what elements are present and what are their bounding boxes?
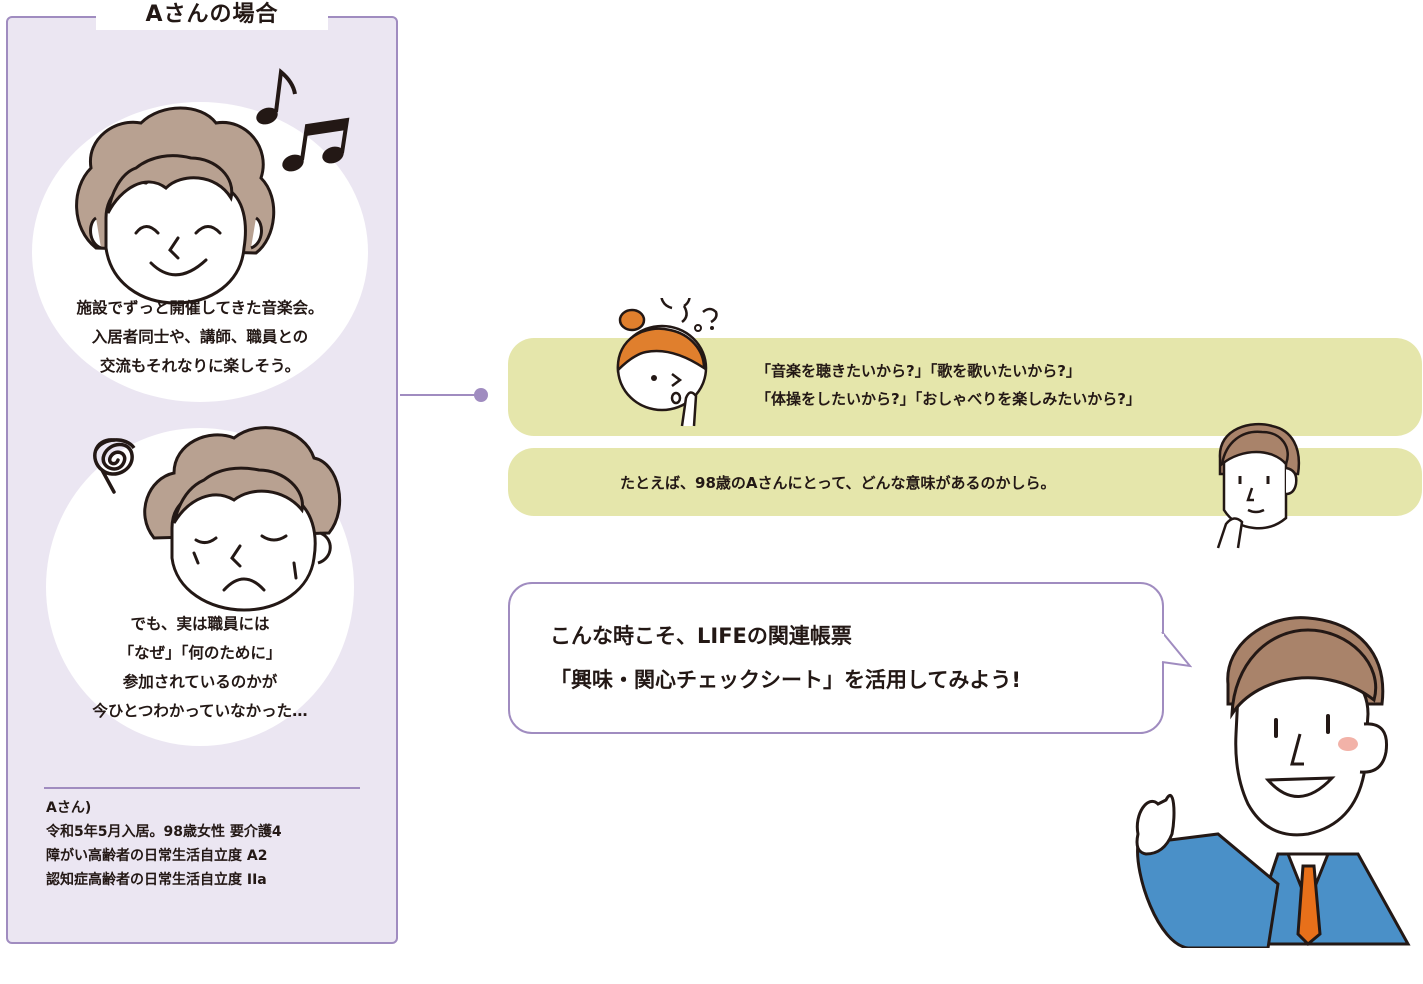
panel-title: Aさんの場合 bbox=[96, 0, 328, 30]
worried-grandma-illustration bbox=[143, 426, 342, 612]
question-text: 「音楽を聴きたいから?」「歌を歌いたいから?」 「体操をしたいから?」「おしゃべ… bbox=[756, 362, 1141, 408]
woman-thinking-illustration bbox=[616, 298, 718, 427]
case-panel: Aさんの場合 施設でずっと開催してきた音楽会。 入居者同士や、講師、職員との 交… bbox=[6, 0, 398, 944]
meaning-text: たとえば、98歳のAさんにとって、どんな意味があるのかしら。 bbox=[620, 474, 1056, 492]
advice-text: こんな時こそ、LIFEの関連帳票 「興味・関心チェックシート」を活用してみよう! bbox=[550, 624, 1021, 692]
man-thumbs-up-illustration bbox=[1135, 616, 1411, 948]
happy-grandma-illustration bbox=[75, 106, 276, 305]
tangle-scribble-icon bbox=[93, 438, 136, 494]
man-thinking-illustration bbox=[1216, 422, 1301, 549]
bubble-tail bbox=[1160, 632, 1192, 668]
connector-dot bbox=[474, 388, 488, 402]
worried-text: でも、実は職員には 「なぜ」「何のために」 参加されているのかが 今ひとつわかっ… bbox=[92, 615, 308, 720]
connector-line bbox=[400, 394, 480, 396]
happy-text: 施設でずっと開催してきた音楽会。 入居者同士や、講師、職員との 交流もそれなりに… bbox=[76, 299, 324, 375]
profile-text: Aさん) 令和5年5月入居。98歳女性 要介護4 障がい高齢者の日常生活自立度 … bbox=[46, 800, 282, 888]
profile-divider bbox=[44, 787, 360, 789]
music-notes-icon bbox=[256, 68, 350, 172]
advice-bubble: こんな時こそ、LIFEの関連帳票 「興味・関心チェックシート」を活用してみよう! bbox=[508, 582, 1164, 734]
